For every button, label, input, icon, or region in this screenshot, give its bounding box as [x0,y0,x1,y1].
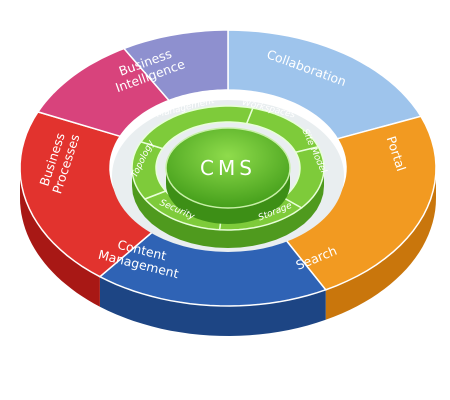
inner-ring-sides [132,168,324,248]
outer-segment-side [325,168,436,320]
outer-ring-segments [19,29,437,307]
outer-segment [122,29,229,102]
inner-ring-side [132,168,324,248]
outer-segment-side [20,168,100,307]
inner-segment [139,105,254,150]
center-label: CMS [200,156,256,180]
center-hub-top [165,127,291,209]
center-hub-side [166,168,290,224]
center-hub: CMS [165,127,291,224]
